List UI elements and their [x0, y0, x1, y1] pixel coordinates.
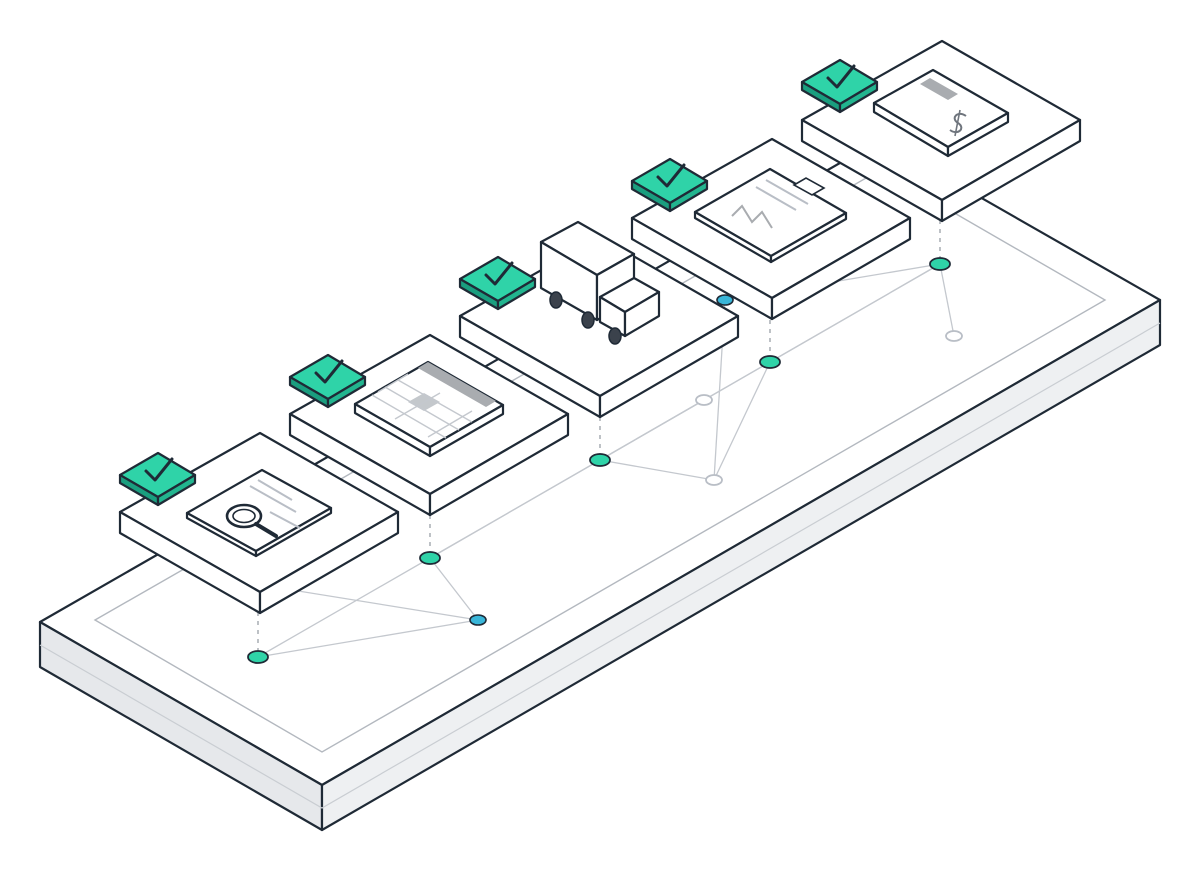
network-nodes: [247, 257, 963, 664]
node-green-3: [589, 453, 611, 467]
check-badge-icon: [288, 353, 367, 409]
node-blue-1: [469, 614, 487, 626]
check-badge-icon: [458, 255, 537, 311]
node-green-5: [929, 257, 951, 271]
step-tile-2: [288, 333, 570, 517]
node-green-1: [247, 650, 269, 664]
step-tile-3: [458, 220, 740, 419]
step-tile-1: [118, 431, 400, 615]
delivery-truck-icon: [539, 220, 661, 345]
check-badge-icon: [800, 58, 879, 114]
check-badge-icon: [118, 451, 197, 507]
document-magnifier-icon: [185, 468, 333, 558]
node-grey-2: [695, 394, 713, 406]
check-badge-icon: [630, 157, 709, 213]
node-grey-1: [705, 474, 723, 486]
spreadsheet-icon: [353, 360, 505, 458]
node-green-2: [419, 551, 441, 565]
node-green-4: [759, 355, 781, 369]
node-grey-3: [945, 330, 963, 342]
invoice-dollar-icon: [872, 68, 1010, 158]
node-blue-2: [716, 294, 734, 306]
tile-connectors: [257, 220, 941, 652]
step-tile-4: [630, 137, 912, 321]
signed-document-icon: [693, 167, 848, 264]
step-tile-5: [800, 39, 1082, 223]
